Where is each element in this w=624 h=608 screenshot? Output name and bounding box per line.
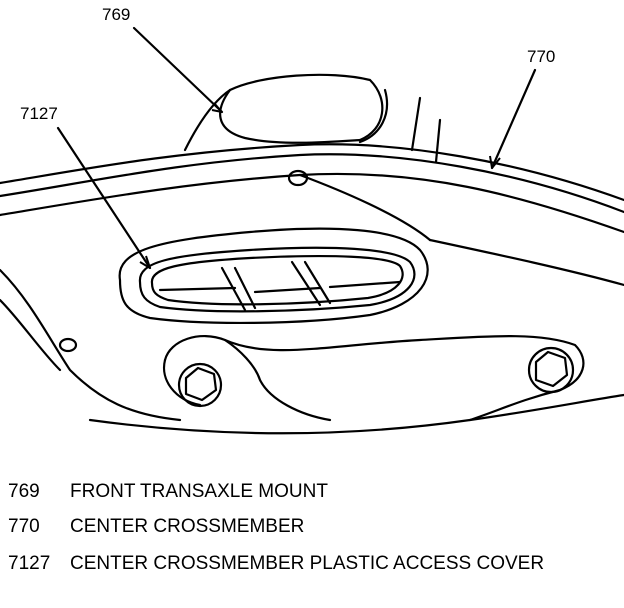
leader-770: [490, 68, 537, 170]
leader-769: [132, 26, 224, 114]
legend-number: 769: [8, 481, 40, 502]
legend-description: FRONT TRANSAXLE MOUNT: [70, 481, 328, 502]
crossmember-diagram: [0, 26, 624, 435]
leader-7127: [56, 126, 152, 270]
mount-bracket-lower: [162, 335, 585, 422]
legend-number: 770: [8, 516, 40, 537]
crossmember-hole: [287, 169, 309, 187]
callout-769: 769: [102, 5, 131, 24]
legend-description: CENTER CROSSMEMBER: [70, 516, 305, 537]
access-cover: [118, 227, 429, 325]
crossmember-outline: [0, 143, 624, 435]
bolt-right: [527, 346, 575, 394]
callout-7127: 7127: [20, 104, 58, 123]
callout-770: 770: [527, 47, 556, 66]
bolt-left: [177, 362, 223, 408]
legend-number: 7127: [8, 553, 51, 574]
legend-description: CENTER CROSSMEMBER PLASTIC ACCESS COVER: [70, 553, 545, 574]
crossmember-hole-lower: [58, 337, 78, 353]
